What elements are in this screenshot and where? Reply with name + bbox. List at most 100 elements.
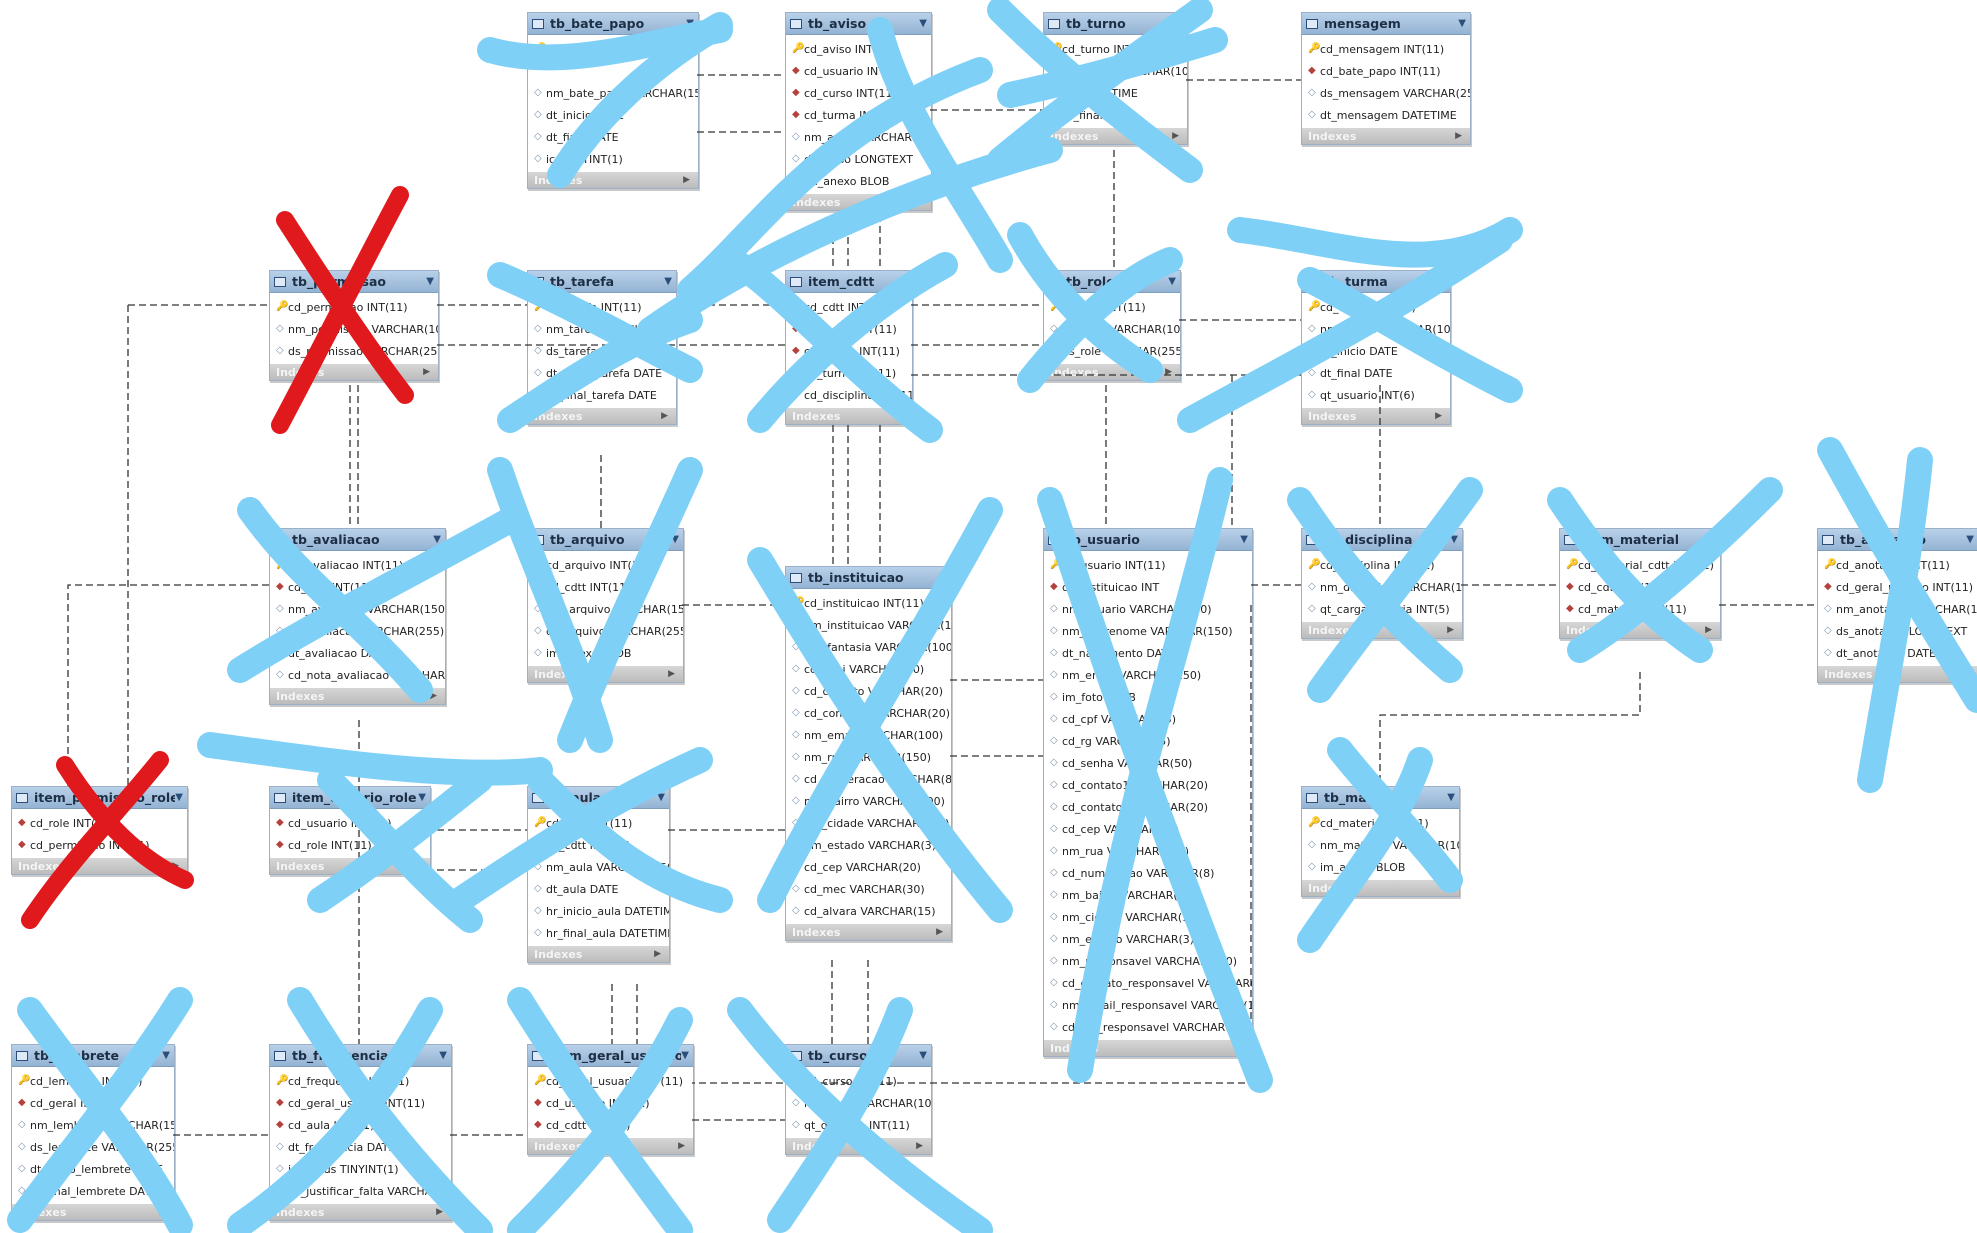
expand-arrow-icon[interactable]: ▶ xyxy=(661,411,668,421)
table-tb-bate-papo[interactable]: tb_bate_papo▼🔑cd_bate_papo INT(11)◇nm_ba… xyxy=(527,12,699,189)
column-row[interactable]: ◇dt_aula DATE xyxy=(528,878,669,900)
column-row[interactable]: ◇nm_aviso VARCHAR(100) xyxy=(786,126,931,148)
column-row[interactable]: ◇nm_rua VARCHAR(150) xyxy=(786,746,951,768)
column-row[interactable]: 🔑cd_bate_papo INT(11) xyxy=(528,38,698,60)
column-row[interactable]: 🔑cd_tarefa INT(11) xyxy=(528,296,676,318)
column-row[interactable]: ◇nm_responsavel VARCHAR(100) xyxy=(1044,950,1252,972)
collapse-arrow-icon[interactable]: ▼ xyxy=(900,276,908,287)
table-tb-frequencia[interactable]: tb_frequencia▼🔑cd_frequencia INT(11)◆cd_… xyxy=(269,1044,452,1221)
column-row[interactable]: ◇nm_estado VARCHAR(3) xyxy=(1044,928,1252,950)
expand-arrow-icon[interactable]: ▶ xyxy=(1455,131,1462,141)
column-row[interactable]: ◇nm_email VARCHAR(150) xyxy=(1044,664,1252,686)
collapse-arrow-icon[interactable]: ▼ xyxy=(439,1050,447,1061)
indexes-bar[interactable]: Indexes▶ xyxy=(1044,128,1187,144)
table-tb-arquivo[interactable]: tb_arquivo▼🔑cd_arquivo INT(11)◆cd_cdtt I… xyxy=(527,528,684,683)
column-row[interactable]: ◆cd_cdtt INT(11) xyxy=(528,576,683,598)
column-row[interactable]: 🔑cd_permissao INT(11) xyxy=(270,296,438,318)
table-tb-disciplina[interactable]: tb_disciplina▼🔑cd_disciplina INT(11)◇nm_… xyxy=(1301,528,1463,639)
column-row[interactable]: ◆cd_aula INT(11) xyxy=(270,1114,451,1136)
table-header[interactable]: tb_role▼ xyxy=(1044,271,1180,293)
table-item-geral-usuario[interactable]: item_geral_usuario▼🔑cd_geral_usuario INT… xyxy=(527,1044,694,1155)
expand-arrow-icon[interactable]: ▶ xyxy=(897,411,904,421)
expand-arrow-icon[interactable]: ▶ xyxy=(1444,883,1451,893)
column-row[interactable]: ◇nm_tarefa VARCHAR(100) xyxy=(528,318,676,340)
column-row[interactable]: ◆cd_turma INT(11) xyxy=(786,340,912,362)
expand-arrow-icon[interactable]: ▶ xyxy=(678,1141,685,1151)
column-row[interactable]: ◆cd_geral_usuario INT(11) xyxy=(1818,576,1977,598)
column-row[interactable]: ◆cd_material INT(11) xyxy=(1560,598,1720,620)
indexes-bar[interactable]: Indexes▶ xyxy=(528,172,698,188)
column-row[interactable]: ◇nm_disciplina VARCHAR(150) xyxy=(1302,576,1462,598)
column-row[interactable]: ◇nm_bairro VARCHAR(100) xyxy=(786,790,951,812)
collapse-arrow-icon[interactable]: ▼ xyxy=(1458,18,1466,29)
column-row[interactable]: ◇im_anexo BLOB xyxy=(1302,856,1459,878)
column-row[interactable]: ◇ic_ TINYINT(1) xyxy=(528,148,698,170)
table-header[interactable]: item_cdtt▼ xyxy=(786,271,912,293)
column-row[interactable]: ◇nm_sobrenome VARCHAR(150) xyxy=(1044,620,1252,642)
column-row[interactable]: ◇dt_mensagem DATETIME xyxy=(1302,104,1470,126)
collapse-arrow-icon[interactable]: ▼ xyxy=(939,572,947,583)
column-row[interactable]: ◆cd_curso INT(11) xyxy=(786,318,912,340)
collapse-arrow-icon[interactable]: ▼ xyxy=(1450,534,1458,545)
column-row[interactable]: ◇ds_role VARCHAR(255) xyxy=(1044,340,1180,362)
collapse-arrow-icon[interactable]: ▼ xyxy=(919,1050,927,1061)
column-row[interactable]: ◇ic_status TINYINT(1) xyxy=(270,1158,451,1180)
column-row[interactable]: ◇cd_contato2 VARCHAR(20) xyxy=(1044,796,1252,818)
column-row[interactable]: ◇nm_rua VARCHAR(150) xyxy=(1044,840,1252,862)
column-row[interactable]: ◇nm_aula VARCHAR(150) xyxy=(528,856,669,878)
column-row[interactable]: ◇cd_alvara VARCHAR(15) xyxy=(786,900,951,922)
expand-arrow-icon[interactable]: ▶ xyxy=(1237,1043,1244,1053)
indexes-bar[interactable]: Indexes▶ xyxy=(1302,622,1462,638)
column-row[interactable]: ◇cd_cpf_responsavel VARCHAR(20) xyxy=(1044,1016,1252,1038)
table-header[interactable]: tb_avaliacao▼ xyxy=(270,529,445,551)
expand-arrow-icon[interactable]: ▶ xyxy=(683,175,690,185)
column-row[interactable]: ◆cd_instituicao INT xyxy=(1044,576,1252,598)
column-row[interactable]: ◇cd_rg VARCHAR(15) xyxy=(1044,730,1252,752)
column-row[interactable]: ◇dt_anotacao DATE xyxy=(1818,642,1977,664)
indexes-bar[interactable]: Indexes▶ xyxy=(1302,408,1450,424)
table-tb-role[interactable]: tb_role▼🔑cd_role INT(11)◇nm_role VARCHAR… xyxy=(1043,270,1181,381)
table-item-usuario-role[interactable]: item_usuario_role▼◆cd_usuario INT(11)◆cd… xyxy=(269,786,431,875)
column-row[interactable]: ◆cd_usuario INT(11) xyxy=(786,60,931,82)
column-row[interactable]: 🔑cd_turma INT(11) xyxy=(1302,296,1450,318)
column-row[interactable]: ◇ds_lembrete VARCHAR(255) xyxy=(12,1136,174,1158)
table-header[interactable]: tb_instituicao▼ xyxy=(786,567,951,589)
column-row[interactable]: ◆cd_role INT(11) xyxy=(270,834,430,856)
table-header[interactable]: item_material▼ xyxy=(1560,529,1720,551)
column-row[interactable]: ◇dt_nascimento DATE xyxy=(1044,642,1252,664)
column-row[interactable]: ◇cd_cnpj VARCHAR(20) xyxy=(786,658,951,680)
collapse-arrow-icon[interactable]: ▼ xyxy=(418,792,426,803)
column-row[interactable]: ◇ds_anotacao LONGTEXT xyxy=(1818,620,1977,642)
column-row[interactable]: ◇hr_final_aula DATETIME xyxy=(528,922,669,944)
table-header[interactable]: tb_curso▼ xyxy=(786,1045,931,1067)
table-header[interactable]: tb_frequencia▼ xyxy=(270,1045,451,1067)
collapse-arrow-icon[interactable]: ▼ xyxy=(919,18,927,29)
column-row[interactable]: 🔑cd_material INT(11) xyxy=(1302,812,1459,834)
table-tb-permissao[interactable]: tb_permissao▼🔑cd_permissao INT(11)◇nm_pe… xyxy=(269,270,439,381)
expand-arrow-icon[interactable]: ▶ xyxy=(668,669,675,679)
column-row[interactable]: ◇dt_final DATE xyxy=(1302,362,1450,384)
column-row[interactable]: 🔑cd_cdtt INT(11) xyxy=(786,296,912,318)
column-row[interactable]: ◇qt_duracao INT(11) xyxy=(786,1114,931,1136)
indexes-bar[interactable]: Indexes▶ xyxy=(786,1138,931,1154)
column-row[interactable]: ◇ds_mensagem VARCHAR(255) xyxy=(1302,82,1470,104)
column-row[interactable]: ◇ds_permissao VARCHAR(255) xyxy=(270,340,438,362)
column-row[interactable]: ◇nm_arquivo VARCHAR(150) xyxy=(528,598,683,620)
column-row[interactable]: ◇nm_curso VARCHAR(100) xyxy=(786,1092,931,1114)
collapse-arrow-icon[interactable]: ▼ xyxy=(433,534,441,545)
indexes-bar[interactable]: Indexes▶ xyxy=(786,408,912,424)
column-row[interactable]: 🔑cd_geral_usuario INT(11) xyxy=(528,1070,693,1092)
column-row[interactable]: 🔑cd_lembrete INT(11) xyxy=(12,1070,174,1092)
column-row[interactable]: 🔑cd_disciplina INT(11) xyxy=(1302,554,1462,576)
column-row[interactable]: ◇dt_inicio_tarefa DATE xyxy=(528,362,676,384)
indexes-bar[interactable]: Indexes▶ xyxy=(786,924,951,940)
expand-arrow-icon[interactable]: ▶ xyxy=(1963,669,1970,679)
column-row[interactable]: ◇ds_avaliacao VARCHAR(255) xyxy=(270,620,445,642)
column-row[interactable]: ◇qt_usuario INT(6) xyxy=(1302,384,1450,406)
expand-arrow-icon[interactable]: ▶ xyxy=(1447,625,1454,635)
column-row[interactable]: ◇nm_turno VARCHAR(100) xyxy=(1044,60,1187,82)
column-row[interactable]: ◇cd_contato_responsavel VARCHAR(20) xyxy=(1044,972,1252,994)
column-row[interactable]: ◇im_foto BLOB xyxy=(1044,686,1252,708)
column-row[interactable]: ◆cd_usuario INT(11) xyxy=(270,812,430,834)
collapse-arrow-icon[interactable]: ▼ xyxy=(162,1050,170,1061)
